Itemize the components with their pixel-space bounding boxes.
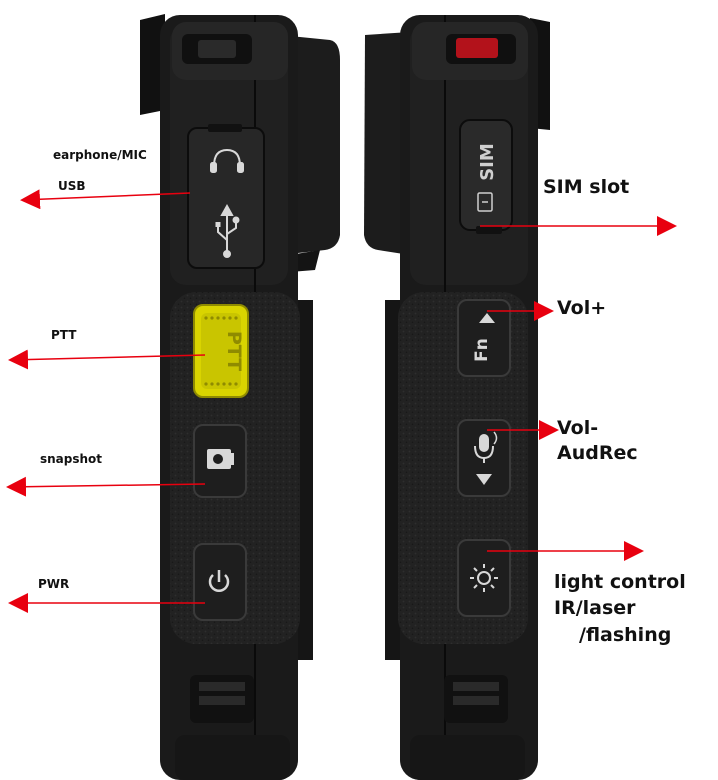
triangle-up-icon (479, 313, 495, 323)
power-icon (208, 570, 230, 592)
left-device: PTT (140, 14, 340, 780)
sim-card-icon (477, 192, 493, 212)
camera-icon (207, 449, 234, 469)
label-audrec: AudRec (557, 442, 638, 464)
label-vol-up: Vol+ (557, 297, 607, 319)
callout-arrows (6, 189, 677, 613)
light-control-button[interactable] (457, 539, 511, 617)
usb-icon (215, 203, 240, 258)
ptt-button-text: PTT (223, 331, 245, 371)
label-light-control: light control (554, 571, 686, 593)
fn-button-text: Fn (472, 338, 492, 362)
fn-volume-up-button[interactable]: Fn (457, 299, 511, 377)
triangle-down-icon (476, 474, 492, 485)
label-snapshot: snapshot (40, 452, 103, 466)
label-ptt: PTT (51, 328, 77, 342)
ptt-button[interactable]: PTT (193, 304, 249, 398)
arrow-earphone-usb (20, 189, 191, 210)
sim-door-text: SIM (477, 143, 498, 181)
volume-down-record-button[interactable] (457, 419, 511, 497)
label-pwr: PWR (38, 577, 70, 591)
label-usb: USB (58, 179, 86, 193)
arrow-ptt (8, 349, 206, 370)
label-sim-slot: SIM slot (543, 176, 630, 198)
arrow-snapshot (6, 476, 206, 497)
label-flashing: /flashing (579, 624, 672, 646)
microphone-icon (474, 431, 498, 463)
sun-icon (470, 564, 498, 592)
power-button[interactable] (193, 543, 247, 621)
right-device: SIM Fn (364, 15, 550, 780)
label-earphone-mic: earphone/MIC (53, 148, 147, 162)
headphone-icon (210, 148, 244, 173)
sim-door[interactable]: SIM (459, 119, 513, 234)
label-ir-laser: IR/laser (554, 597, 636, 619)
label-vol-down: Vol- (557, 417, 599, 439)
snapshot-button[interactable] (193, 424, 247, 498)
